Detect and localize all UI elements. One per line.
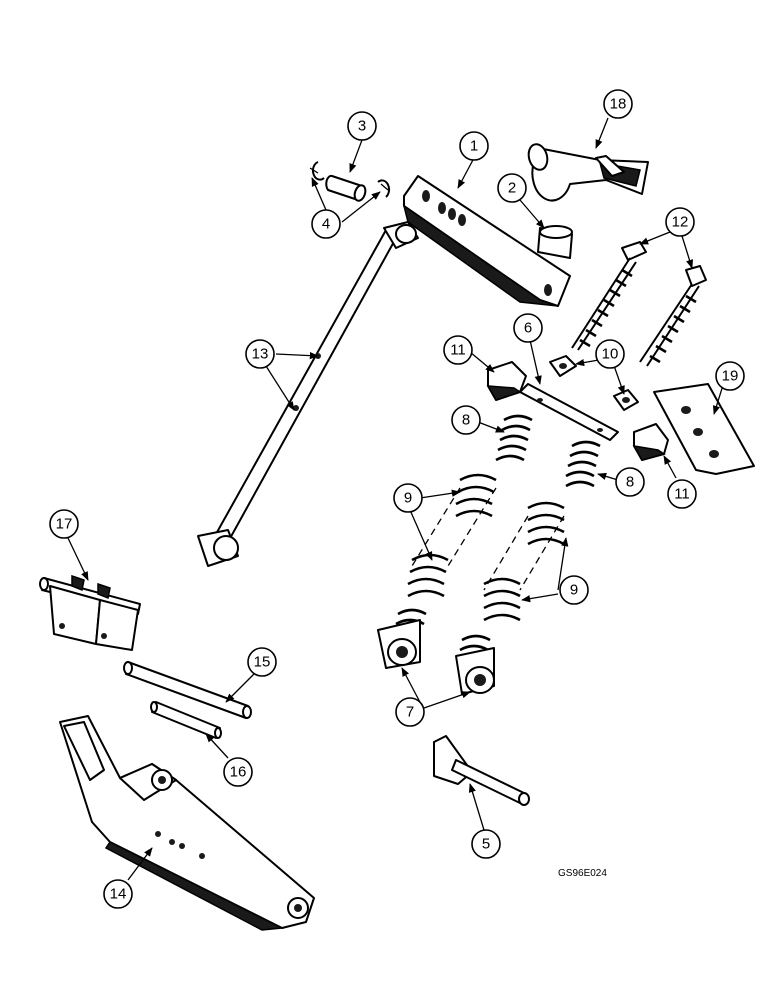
part-9-spring-upper-right <box>527 501 565 546</box>
callout-1: 1 <box>459 131 489 161</box>
callout-17: 17 <box>49 509 79 539</box>
part-8-spring-right <box>565 440 601 488</box>
part-15-pin <box>123 661 252 719</box>
callout-15: 15 <box>247 647 277 677</box>
callout-7-label: 7 <box>406 704 414 721</box>
callout-8-right-label: 8 <box>626 474 634 491</box>
leader-lines <box>67 117 725 881</box>
part-7-seat-right <box>455 634 495 695</box>
callout-18: 18 <box>603 89 633 119</box>
callout-13: 13 <box>245 339 275 369</box>
callout-8-left: 8 <box>451 405 481 435</box>
callout-7: 7 <box>395 697 425 727</box>
callout-3-label: 3 <box>358 118 366 135</box>
part-13-link-rod <box>197 221 419 567</box>
callout-4: 4 <box>311 209 341 239</box>
callout-1-label: 1 <box>470 138 478 155</box>
callout-9-left-label: 9 <box>404 490 412 507</box>
callout-2: 2 <box>497 173 527 203</box>
callout-12: 12 <box>665 207 695 237</box>
part-4-clip-right <box>377 179 391 198</box>
callout-5: 5 <box>471 829 501 859</box>
figure-code: GS96E024 <box>558 868 607 879</box>
callout-9-right: 9 <box>559 575 589 605</box>
part-11-block-left <box>486 361 527 401</box>
callout-18-label: 18 <box>610 96 627 113</box>
spring-9-right-dashed-guide <box>483 515 565 591</box>
callout-6-label: 6 <box>524 320 532 337</box>
callout-9-right-label: 9 <box>570 582 578 599</box>
callout-3: 3 <box>347 111 377 141</box>
callout-16: 16 <box>223 757 253 787</box>
part-7-seat-left <box>377 608 427 669</box>
callout-9-left: 9 <box>393 483 423 513</box>
part-11-block-right <box>632 423 669 461</box>
callout-19: 19 <box>715 361 745 391</box>
callout-17-label: 17 <box>56 516 73 533</box>
part-18-bracket <box>527 143 649 202</box>
callout-19-label: 19 <box>722 368 739 385</box>
part-9-spring-lower-left <box>407 553 449 598</box>
part-14-frame <box>59 715 315 931</box>
callout-10: 10 <box>595 339 625 369</box>
part-2-bushing <box>537 225 573 259</box>
callout-14: 14 <box>103 879 133 909</box>
callout-13-label: 13 <box>252 346 269 363</box>
callout-16-label: 16 <box>230 764 247 781</box>
callout-4-label: 4 <box>322 216 330 233</box>
callout-5-label: 5 <box>482 836 490 853</box>
callout-6: 6 <box>513 313 543 343</box>
part-19-plate <box>653 383 755 475</box>
callout-11-lower-label: 11 <box>674 486 690 503</box>
callout-14-label: 14 <box>110 886 127 903</box>
part-8-spring-left <box>495 414 533 462</box>
part-10-nut-left <box>549 355 577 377</box>
part-12-bolt-left <box>571 241 647 351</box>
callout-12-label: 12 <box>672 214 689 231</box>
callout-10-label: 10 <box>602 346 619 363</box>
part-4-clip-left <box>309 161 325 181</box>
callout-8-left-label: 8 <box>462 412 470 429</box>
callout-15-label: 15 <box>254 654 271 671</box>
part-9-spring-lower-right <box>483 577 521 622</box>
part-9-spring-upper-left <box>455 473 497 518</box>
part-16-pin <box>150 701 222 739</box>
part-5-stud <box>433 735 530 806</box>
part-12-bolt-right <box>639 265 707 367</box>
part-1-arm <box>402 175 571 307</box>
part-3-pin <box>325 174 367 202</box>
part-6-shaft <box>519 383 619 441</box>
spring-9-left-dashed-guide <box>411 487 497 567</box>
callout-11-upper-label: 11 <box>450 342 466 359</box>
part-10-nut-right <box>613 389 639 411</box>
callout-11-upper: 11 <box>443 335 473 365</box>
callout-8-right: 8 <box>615 467 645 497</box>
callout-2-label: 2 <box>508 180 516 197</box>
part-17-bracket <box>39 574 141 651</box>
callout-11-lower: 11 <box>667 479 697 509</box>
